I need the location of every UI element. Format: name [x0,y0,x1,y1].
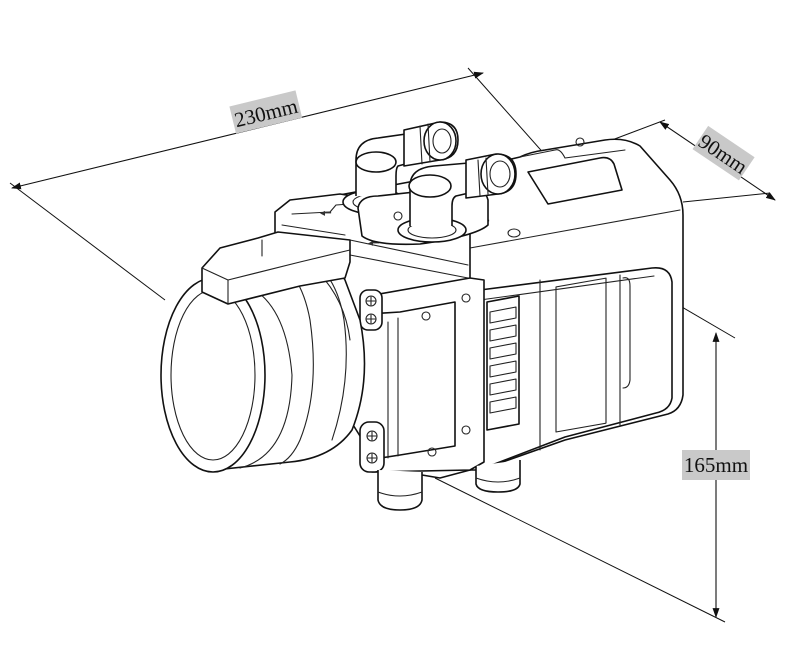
bottom-pipe-right [475,460,521,493]
bottom-pipe-left [377,470,423,511]
heater-illustration: ◂━ ◂━ ◂━ [160,121,684,511]
side-window [555,277,607,433]
height-label-box [682,450,750,480]
width-label-box [692,125,755,181]
height-dimension: 165mm [434,229,750,623]
burner-face [160,277,266,473]
top-recess [527,156,623,205]
svg-text:◂━: ◂━ [368,238,380,249]
lower-screws [359,421,385,473]
svg-text:◂━: ◂━ [320,208,332,219]
burner-housing [160,248,366,473]
upper-screws [359,289,383,331]
height-label: 165mm [684,453,748,477]
vent-louvers [486,295,520,431]
coolant-pipe-front [357,153,517,246]
length-label-box [229,90,303,134]
